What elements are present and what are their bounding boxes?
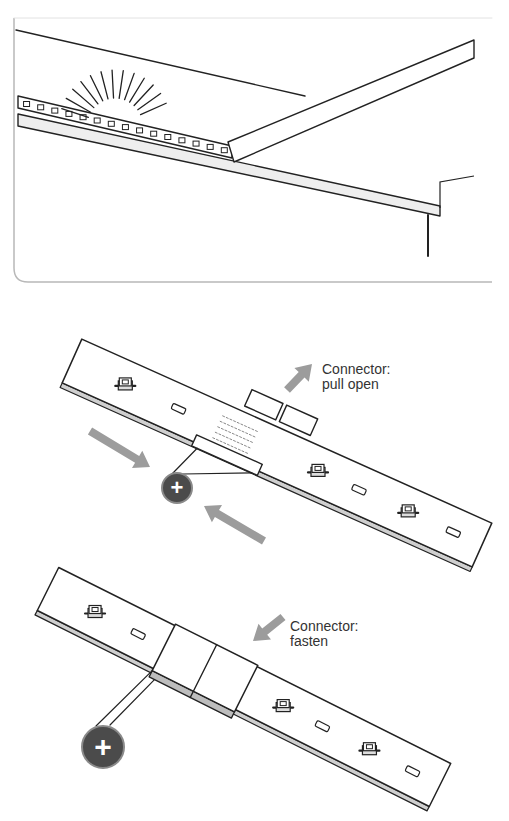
light-ray: [119, 71, 123, 99]
resistor-chip: [351, 484, 366, 495]
connector-closed: [152, 624, 258, 712]
led-strip: [62, 339, 492, 567]
led-chip: [165, 135, 171, 140]
led-lens: [405, 507, 411, 511]
plus-marker: +: [161, 472, 193, 504]
step-label: Connector: fasten: [290, 619, 372, 648]
led-top: [312, 464, 324, 472]
led-chip: [221, 148, 227, 153]
strip-edge: [35, 611, 429, 811]
plus-sign: +: [171, 477, 184, 499]
contact-pad: [213, 438, 249, 454]
light-ray: [125, 73, 135, 99]
led-chip: [108, 121, 114, 126]
ceiling-edge: [16, 30, 305, 96]
led-chip: [94, 118, 100, 123]
connector-split: [190, 645, 216, 698]
light-ray: [73, 89, 94, 107]
direction-arrow: [284, 364, 312, 393]
leader-line: [96, 671, 152, 726]
led-top: [89, 606, 101, 614]
connector-base: [192, 435, 263, 475]
wall-line: [427, 215, 429, 256]
strip-fasten-step: [35, 568, 451, 811]
light-ray: [112, 70, 113, 98]
resistor-chip: [315, 720, 330, 732]
led-chip: [151, 131, 157, 136]
plus-sign: +: [94, 732, 112, 762]
contact-pad: [223, 416, 259, 432]
cove-board: [228, 40, 474, 162]
contact-pad: [215, 432, 251, 448]
led-lens: [92, 608, 98, 612]
contact-pad: [220, 421, 256, 437]
led-chip: [273, 700, 293, 712]
step-label: Connector: pull open: [322, 362, 414, 391]
light-ray: [130, 78, 145, 102]
led-chip: [85, 606, 105, 618]
connector-clip: [279, 405, 317, 435]
connector-clip: [245, 390, 283, 420]
light-ray: [90, 76, 102, 101]
plus-marker: +: [81, 725, 125, 769]
led-lens: [366, 745, 372, 749]
resistor-chip: [171, 403, 186, 414]
led-chip: [359, 743, 379, 755]
resistor-chip: [405, 765, 420, 777]
direction-arrow: [253, 614, 286, 641]
direction-arrow: [88, 428, 150, 468]
contact-pad: [218, 427, 254, 443]
led-chip: [52, 108, 58, 113]
led-top: [119, 378, 131, 386]
led-top: [277, 700, 289, 708]
led-chip: [38, 105, 44, 110]
light-ray: [66, 98, 90, 112]
light-ray: [101, 72, 108, 99]
light-ray: [134, 85, 153, 105]
led-strip: [37, 568, 450, 807]
led-strip: [18, 96, 232, 158]
strip-open-step: [60, 339, 492, 571]
panel-frame: [14, 18, 492, 282]
resistor-chip: [131, 628, 146, 640]
panel-frame: [14, 18, 492, 19]
step-line: [440, 176, 474, 208]
light-ray: [141, 103, 167, 114]
cove-illustration: [14, 18, 492, 282]
led-top: [363, 743, 375, 751]
leader-line: [172, 448, 197, 474]
led-lens: [122, 380, 128, 384]
led-chip: [179, 138, 185, 143]
led-chip: [137, 128, 143, 133]
led-chip: [193, 141, 199, 146]
led-chip: [122, 125, 128, 130]
strip-edge: [60, 383, 472, 572]
led-chip: [24, 102, 30, 107]
led-lens: [315, 466, 321, 470]
led-chip: [207, 144, 213, 149]
leader-line: [183, 473, 252, 474]
direction-arrow: [204, 505, 266, 545]
light-ray: [62, 109, 89, 118]
led-chip: [398, 505, 418, 517]
resistor-chip: [446, 527, 461, 538]
led-top: [402, 505, 414, 513]
led-lens: [280, 702, 286, 706]
leader-line: [110, 680, 154, 725]
cove-ledge: [18, 114, 440, 216]
led-chip: [115, 378, 135, 390]
led-chip: [308, 464, 328, 476]
